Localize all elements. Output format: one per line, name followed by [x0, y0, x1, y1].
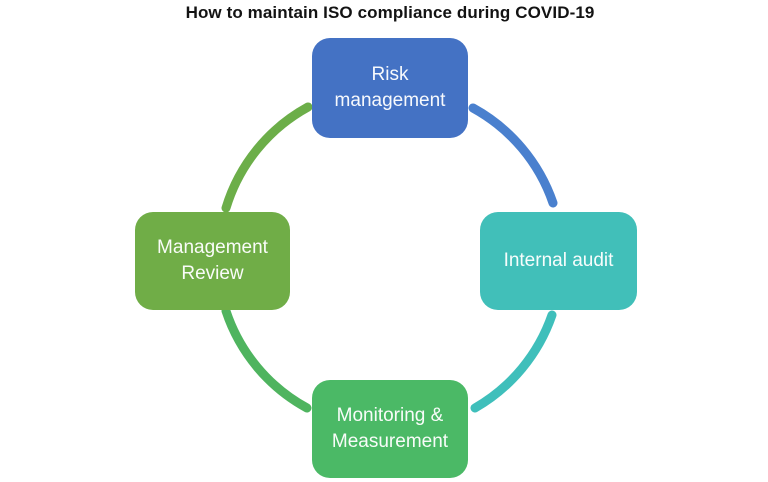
arc-bottom-left-segment: [221, 306, 312, 413]
node-management-review-label: Management Review: [157, 237, 268, 284]
node-monitoring-measurement-label: Monitoring & Measurement: [331, 405, 449, 452]
node-risk-management: Risk management: [312, 38, 468, 138]
diagram-title: How to maintain ISO compliance during CO…: [185, 3, 595, 22]
node-monitoring-measurement: Monitoring & Measurement: [312, 380, 468, 478]
arc-top-right-segment: [468, 103, 558, 208]
node-management-review: Management Review: [135, 212, 290, 310]
node-risk-management-label: Risk management: [334, 64, 446, 111]
arc-bottom-right-segment: [470, 310, 557, 413]
node-internal-audit-label: Internal audit: [503, 250, 614, 271]
arc-top-left-segment: [221, 102, 313, 213]
node-internal-audit: Internal audit: [480, 212, 637, 310]
